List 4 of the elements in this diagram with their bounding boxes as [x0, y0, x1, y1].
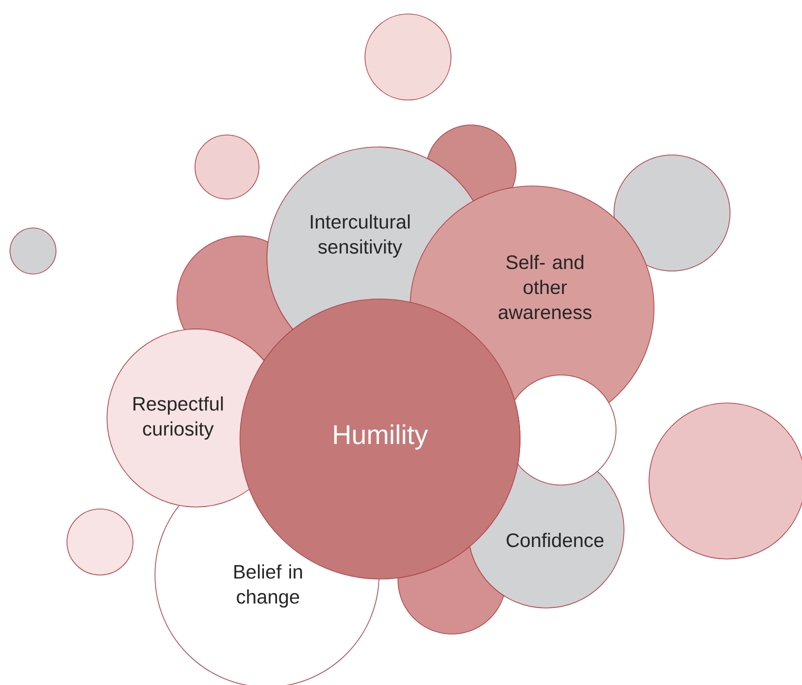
circle — [364, 14, 452, 100]
circle — [10, 228, 56, 274]
circle — [194, 134, 260, 200]
circle — [66, 508, 134, 576]
